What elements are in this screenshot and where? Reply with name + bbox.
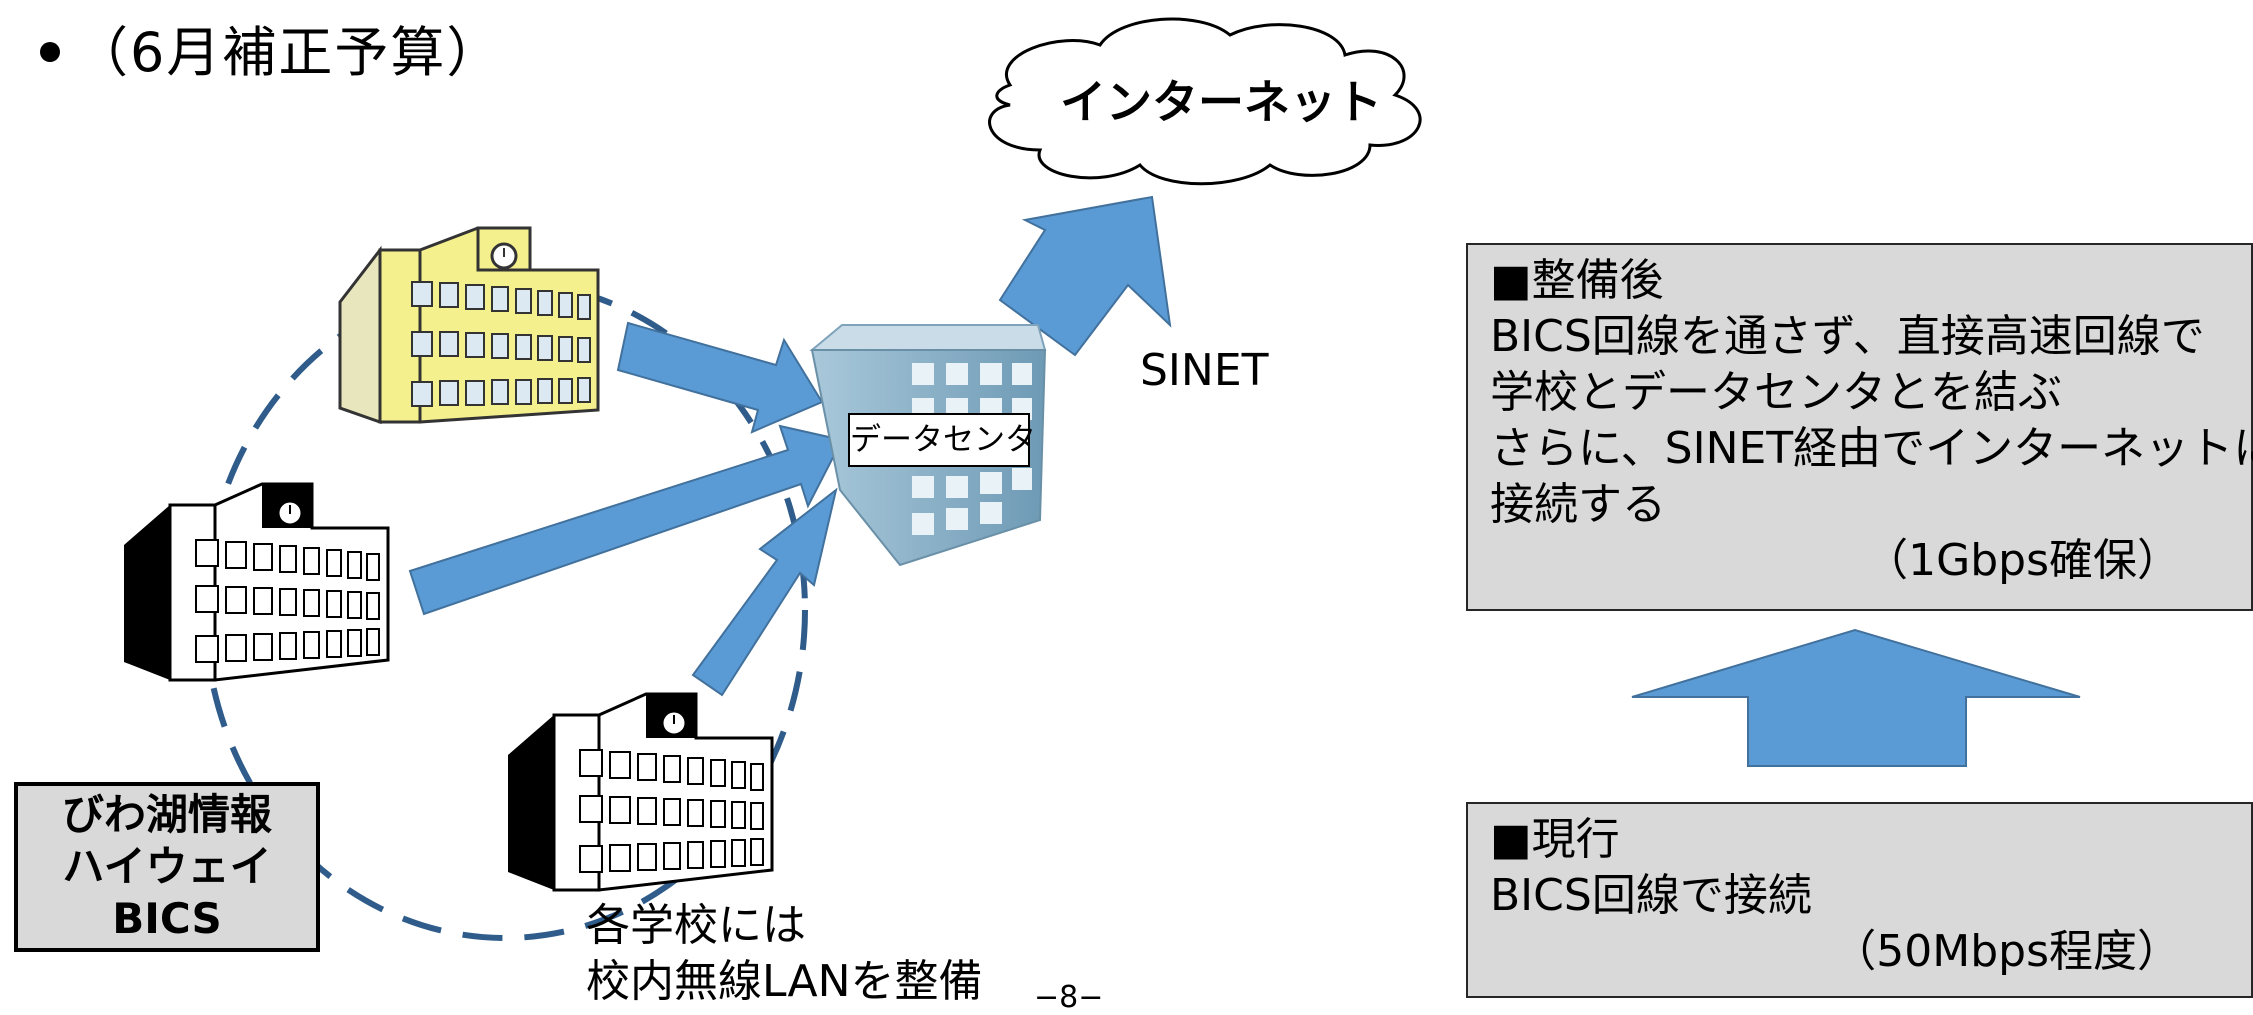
bics-line-2: ハイウェイ [62,842,272,891]
school-building-bottom-icon [508,692,774,892]
datacenter-label: データセンタ [848,413,1036,467]
panel-after-line-4: 接続する [1490,479,1666,530]
panel-after-line-2: 学校とデータセンタとを結ぶ [1490,367,2062,418]
page-title: （6月補正予算） [40,8,502,87]
school-building-left-icon [124,482,390,682]
sinet-label: SINET [1140,345,1269,396]
panel-after-line-1: BICS回線を通さず、直接高速回線で [1490,311,2205,362]
bics-line-3: BICS [112,894,222,943]
internet-cloud [988,17,1422,186]
bics-label-box: びわ湖情報 ハイウェイ BICS [14,782,320,952]
arrow-to-internet [998,195,1172,357]
panel-current-note: （50Mbps程度） [1832,926,2181,977]
bics-network-ring [202,279,808,941]
caption-line-2: 校内無線LANを整備 [586,956,983,1007]
internet-label: インターネット [1060,75,1382,129]
arrow-yellow-school [616,321,824,434]
school-caption: 各学校には 校内無線LANを整備 [586,898,983,1010]
page-number: −8− [1034,980,1104,1015]
upgrade-arrow [1631,628,2081,767]
datacenter-building-icon [809,324,1047,567]
panel-current-line-1: BICS回線で接続 [1490,870,1812,921]
bics-line-1: びわ湖情報 [61,790,272,839]
caption-line-1: 各学校には [586,900,806,951]
panel-after-upgrade: ■整備後 BICS回線を通さず、直接高速回線で 学校とデータセンタとを結ぶ さら… [1466,243,2253,611]
arrow-left-school [408,424,844,616]
panel-after-line-3: さらに、SINET経由でインターネットに [1490,423,2253,474]
panel-current-heading: ■現行 [1490,814,1620,865]
panel-after-heading: ■整備後 [1490,255,1664,306]
school-building-yellow-icon [338,226,600,425]
arrow-bottom-school [691,487,838,697]
panel-current: ■現行 BICS回線で接続 （50Mbps程度） [1466,802,2253,998]
bullet-icon [40,42,60,63]
panel-after-note: （1Gbps確保） [1864,535,2181,586]
